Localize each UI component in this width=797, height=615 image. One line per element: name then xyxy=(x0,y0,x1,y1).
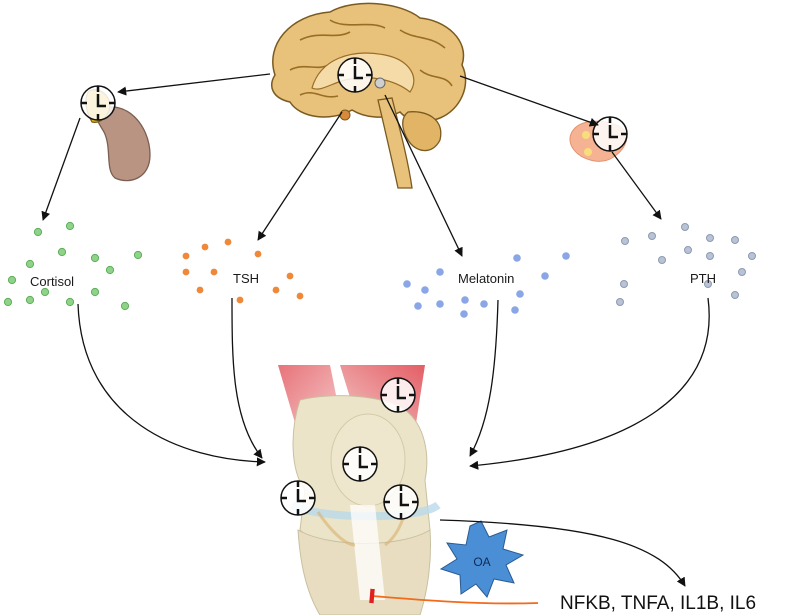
ligament-clock-icon xyxy=(279,479,317,517)
arrow-adrenal-to-cortisol xyxy=(41,117,81,221)
pth-label: PTH xyxy=(690,271,716,286)
arrow-cortisol-to-joint xyxy=(77,303,266,467)
oa-label: OA xyxy=(473,555,490,569)
arrow-melatonin-to-joint xyxy=(469,299,499,457)
tsh-molecules xyxy=(182,238,304,304)
arrow-brain-to-tsh xyxy=(257,111,343,241)
adrenal-clock-icon xyxy=(79,84,117,122)
cytokines-label: NFKB, TNFA, IL1B, IL6 xyxy=(560,593,756,614)
adrenal-gland-icon xyxy=(79,84,151,182)
melatonin-molecules xyxy=(403,252,570,318)
melatonin-label: Melatonin xyxy=(458,271,514,286)
pth-molecules xyxy=(616,223,756,306)
arrow-brain-to-parathyroid xyxy=(459,75,599,127)
arrow-brain-to-melatonin xyxy=(384,94,463,257)
inhibition-line xyxy=(369,588,539,605)
tsh-label: TSH xyxy=(233,271,259,286)
hormone-to-joint-arrows xyxy=(77,297,710,470)
cortisol-molecules xyxy=(3,221,143,311)
brain-signal-arrows xyxy=(41,73,662,257)
brain-clock-icon xyxy=(336,56,374,94)
arrow-tsh-to-joint xyxy=(231,297,263,459)
arrow-parathyroid-to-pth xyxy=(611,151,662,220)
brain-icon xyxy=(271,2,467,189)
cartilage-clock-icon xyxy=(382,483,420,521)
knee-joint-icon xyxy=(278,365,441,615)
parathyroid-clock-icon xyxy=(591,115,629,153)
parathyroid-gland-icon xyxy=(569,115,629,162)
arrow-joint-to-cytokines xyxy=(439,519,686,587)
muscle-clock-icon xyxy=(379,376,417,414)
cortisol-label: Cortisol xyxy=(30,274,74,289)
arrow-brain-to-adrenal xyxy=(117,73,271,96)
patella-clock-icon xyxy=(341,445,379,483)
oa-badge: OA xyxy=(439,520,525,598)
arrow-pth-to-joint xyxy=(469,297,710,470)
